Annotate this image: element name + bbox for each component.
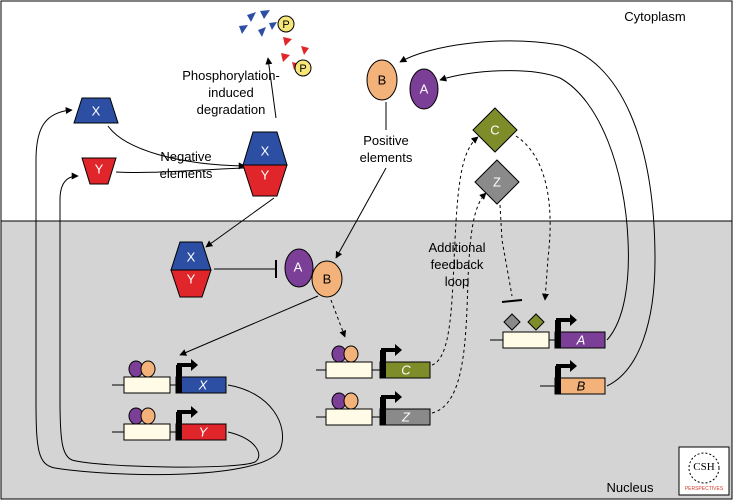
protein-a-free: A [409,68,439,110]
svg-text:P: P [299,63,306,75]
svg-text:A: A [420,81,429,96]
gene-x: X [112,359,227,394]
svg-text:C: C [401,362,411,377]
protein-b-free: B [366,59,398,101]
nucleus-label: Nucleus [607,480,654,495]
ab-to-gene-c-arrow [330,299,347,338]
y-to-complex-arrow [115,167,246,174]
gene-c-to-c-arrow [431,136,479,366]
phosphate-2: P [294,59,312,77]
gene-y: Y [112,406,227,441]
protein-c: C [472,107,518,153]
z-to-gene-a-line [499,204,513,297]
positive-label-1: Positive [363,133,409,148]
ab-complex-nucleus: A B [284,248,343,298]
svg-text:A: A [576,332,586,347]
degradation-arrow [265,57,277,119]
gene-z: Z [316,391,431,426]
svg-text:Y: Y [95,161,104,176]
feedback-label-3: loop [445,274,470,289]
ab-to-gene-x-arrow [179,295,319,356]
complex-import-arrow [205,197,275,248]
svg-text:X: X [92,103,101,118]
ab-import-arrow [335,167,387,259]
svg-text:Y: Y [261,167,270,182]
gene-a-feedback-arrow [439,70,629,341]
cytoplasm-region [0,0,733,222]
xy-complex-nucleus: X Y [170,241,212,298]
feedback-label-2: feedback [431,257,484,272]
c-to-gene-a-arrow [515,135,551,301]
svg-text:P: P [282,19,289,31]
protein-y-free: Y [81,157,117,185]
gene-b: B [540,360,606,395]
svg-text:PERSPECTIVES: PERSPECTIVES [685,486,724,492]
gene-c: C [316,344,431,379]
positive-label-2: elements [360,150,413,165]
svg-text:B: B [378,72,387,87]
phosphorylation-label-3: degradation [197,102,266,117]
svg-text:Y: Y [187,271,196,286]
svg-text:C: C [490,122,499,137]
nucleus-region [0,220,733,500]
phosphorylation-label-2: induced [208,85,254,100]
z-inhibition-bar [501,299,523,303]
negative-label-1: Negative [160,149,211,164]
svg-text:X: X [198,377,209,392]
gene-x-feedback-arrow [35,106,284,476]
gene-y-feedback-arrow [59,172,260,468]
csh-perspectives-logo: CSH PERSPECTIVES [678,446,730,496]
svg-text:X: X [187,249,196,264]
svg-text:Z: Z [493,174,501,189]
protein-x-free: X [73,97,119,124]
gene-a: A [490,313,606,349]
phosphate-1: P [277,15,295,33]
feedback-label-1: Additional [428,240,485,255]
negative-label-2: elements [160,166,213,181]
svg-text:A: A [294,259,303,274]
inhibition-marker [214,260,277,278]
phosphorylation-label-1: Phosphorylation- [182,68,280,83]
svg-text:CSH: CSH [693,461,714,473]
x-to-complex-arrow [107,125,246,170]
svg-text:Y: Y [199,424,209,439]
svg-text:B: B [323,271,332,286]
gene-b-feedback-arrow [399,40,656,387]
xy-complex-cytoplasm: X Y [242,131,288,197]
svg-text:X: X [261,143,270,158]
cytoplasm-label: Cytoplasm [624,9,685,24]
svg-text:Z: Z [401,409,411,424]
svg-text:B: B [577,378,586,393]
